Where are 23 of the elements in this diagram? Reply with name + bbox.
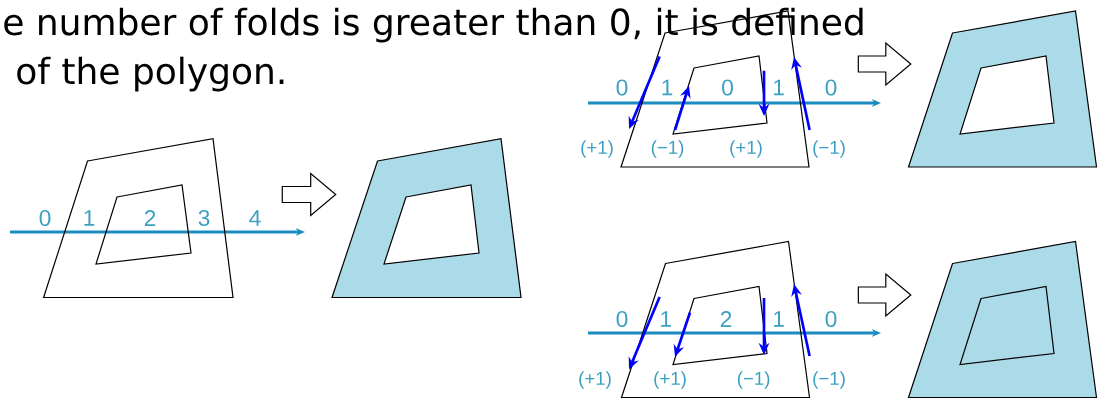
- heading-text: of the polygon.: [17, 56, 284, 92]
- crossing-count: 1: [774, 79, 784, 96]
- filled-polygon-drawing: [331, 137, 522, 299]
- crossing-count: 1: [662, 79, 673, 96]
- block-arrow: [857, 41, 912, 87]
- filled-polygon-drawing: [907, 240, 1098, 399]
- filled-polygon-drawing: [907, 10, 1098, 168]
- winding-sign: (−1): [651, 140, 684, 158]
- crossing-count: 2: [720, 311, 732, 327]
- crossing-count: 1: [661, 311, 671, 327]
- winding-sign: (+1): [730, 140, 762, 158]
- winding-sign: (−1): [737, 371, 770, 389]
- crossing-count: 1: [774, 311, 784, 327]
- crossing-count: 0: [616, 311, 628, 328]
- crossing-count: 0: [616, 79, 628, 96]
- crossing-count: 2: [144, 210, 156, 226]
- crossing-count: 3: [198, 210, 210, 227]
- winding-sign: (+1): [654, 371, 686, 389]
- crossing-count: 0: [722, 79, 733, 96]
- crossing-count: 1: [84, 210, 95, 226]
- block-arrow: [281, 172, 337, 217]
- crossing-count: 0: [39, 210, 51, 227]
- block-arrow: [857, 272, 912, 318]
